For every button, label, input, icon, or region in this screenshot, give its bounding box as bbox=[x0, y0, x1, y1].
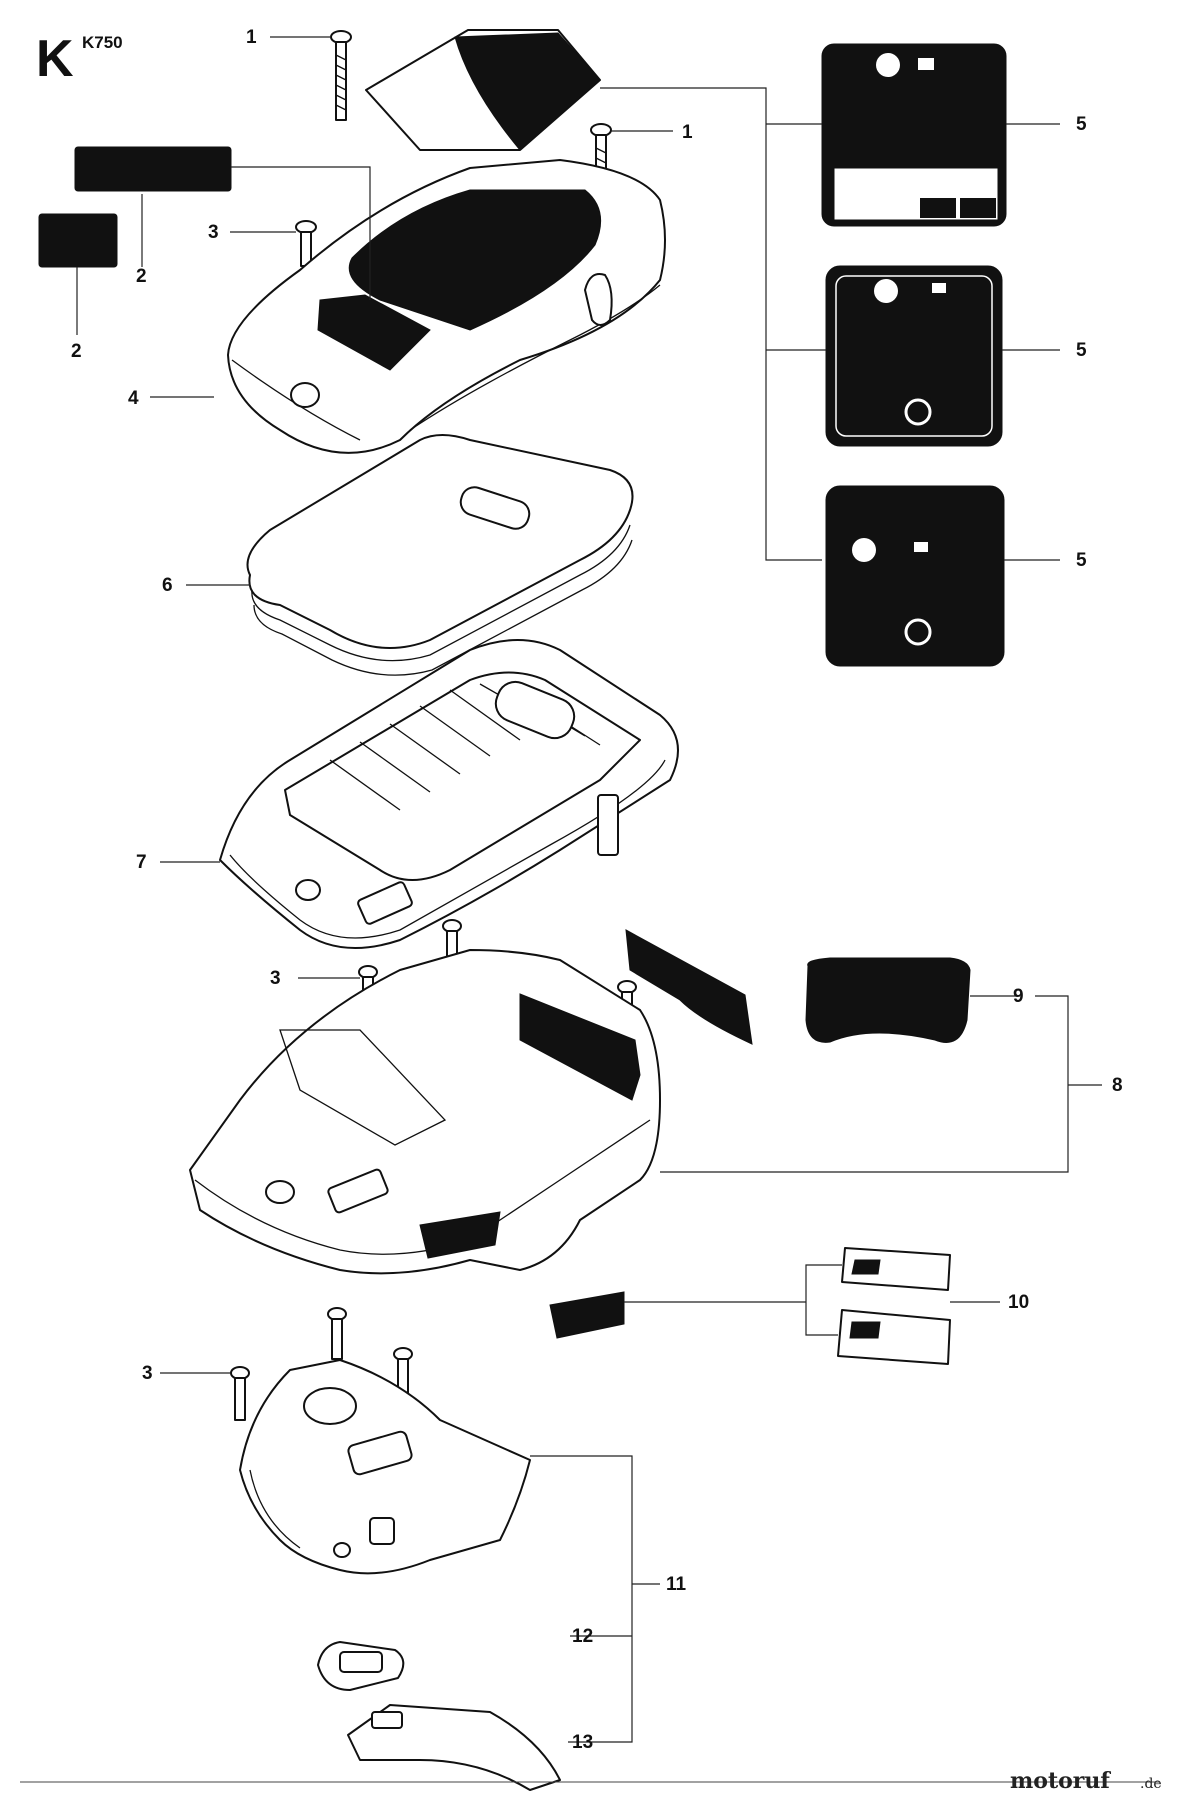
decal-2-large bbox=[74, 146, 232, 192]
screw-3-mid-center bbox=[442, 919, 462, 970]
decal-9 bbox=[805, 957, 971, 1043]
callout-2-upper: 2 bbox=[136, 266, 147, 287]
decal-10-a bbox=[841, 1247, 951, 1291]
decal-8-strip bbox=[625, 929, 753, 1045]
callout-9: 9 bbox=[1013, 986, 1024, 1007]
filter-decal-top bbox=[365, 29, 601, 151]
callout-3-top: 3 bbox=[208, 222, 219, 243]
callout-1-top: 1 bbox=[246, 27, 257, 48]
decal-5-c bbox=[825, 485, 1005, 667]
filter-pad-6 bbox=[246, 434, 634, 676]
model-label: K750 bbox=[82, 33, 123, 52]
leader-lines bbox=[76, 36, 1102, 1743]
callout-numbers: 1 1 2 2 3 4 5 5 5 6 7 3 9 8 10 3 11 12 1… bbox=[71, 27, 1123, 1753]
watermark-brand: motoruf bbox=[1010, 1768, 1111, 1794]
callout-3-mid: 3 bbox=[270, 968, 281, 989]
front-cover-11 bbox=[239, 1359, 531, 1575]
callout-8: 8 bbox=[1112, 1075, 1123, 1096]
callout-2-lower: 2 bbox=[71, 341, 82, 362]
screw-3-bottom-left bbox=[230, 1366, 250, 1421]
air-filter-7 bbox=[219, 639, 679, 949]
decal-10-b bbox=[837, 1309, 951, 1365]
callout-7: 7 bbox=[136, 852, 147, 873]
screw-1-top bbox=[330, 30, 352, 121]
callout-1-right: 1 bbox=[682, 122, 693, 143]
cylinder-cover-4 bbox=[227, 159, 666, 454]
callout-3-bottom: 3 bbox=[142, 1363, 153, 1384]
lever-13 bbox=[347, 1704, 561, 1791]
callout-13: 13 bbox=[572, 1732, 593, 1753]
screw-3-top bbox=[295, 220, 317, 267]
callout-6: 6 bbox=[162, 575, 173, 596]
callout-12: 12 bbox=[572, 1626, 593, 1647]
decal-2-small bbox=[38, 213, 118, 268]
decal-10-black bbox=[549, 1291, 625, 1339]
callout-5-a: 5 bbox=[1076, 114, 1087, 135]
starter-housing-8 bbox=[189, 949, 661, 1275]
section-letter: K bbox=[36, 30, 74, 88]
watermark-suffix: .de bbox=[1140, 1776, 1162, 1792]
screw-3-bottom-mid bbox=[327, 1307, 347, 1360]
callout-10: 10 bbox=[1008, 1292, 1029, 1313]
callout-5-c: 5 bbox=[1076, 550, 1087, 571]
callout-4: 4 bbox=[128, 388, 139, 409]
latch-12 bbox=[317, 1641, 405, 1691]
decal-5-a bbox=[821, 43, 1007, 227]
decal-5-b bbox=[825, 265, 1003, 447]
callout-5-b: 5 bbox=[1076, 340, 1087, 361]
callout-11: 11 bbox=[666, 1574, 687, 1595]
